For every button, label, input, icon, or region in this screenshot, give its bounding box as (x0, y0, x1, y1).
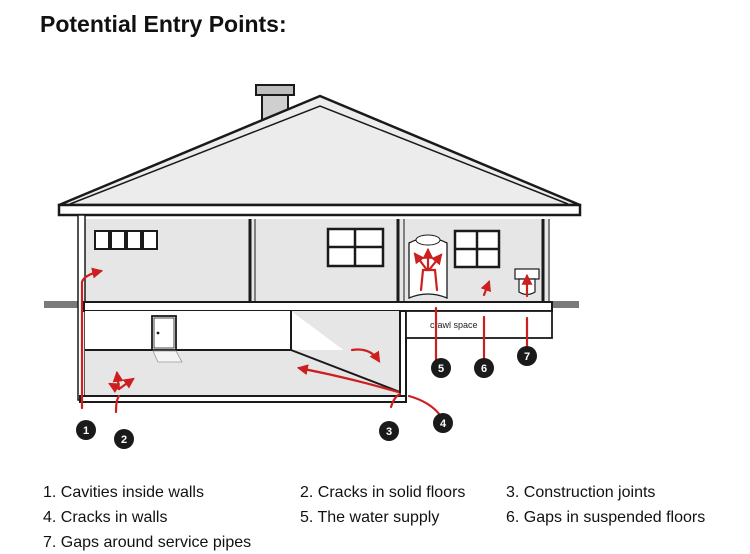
ground-left (44, 301, 80, 308)
roof (57, 94, 582, 217)
floor-slab (83, 301, 553, 312)
badge-1: 1 (76, 420, 96, 440)
crawl-space-label: crawl space (430, 320, 478, 330)
svg-text:7: 7 (524, 351, 530, 363)
svg-text:6: 6 (481, 363, 487, 375)
window-middle (326, 227, 385, 268)
badge-6: 6 (474, 358, 494, 378)
svg-text:3: 3 (386, 426, 392, 438)
svg-text:5: 5 (438, 363, 444, 375)
svg-text:1: 1 (83, 425, 89, 437)
window-right (453, 229, 501, 269)
badge-4: 4 (433, 413, 453, 433)
page-title: Potential Entry Points: (40, 11, 287, 37)
badge-7: 7 (517, 346, 537, 366)
crawl-space: crawl space (405, 310, 553, 339)
svg-text:2: 2 (121, 434, 127, 446)
badge-5: 5 (431, 358, 451, 378)
svg-text:4: 4 (440, 418, 447, 430)
entry-arrows (80, 247, 533, 417)
ground-right (552, 301, 579, 308)
badge-3: 3 (379, 421, 399, 441)
basement (79, 310, 407, 403)
badge-2: 2 (114, 429, 134, 449)
basement-door (151, 315, 183, 363)
window-left (94, 230, 158, 250)
